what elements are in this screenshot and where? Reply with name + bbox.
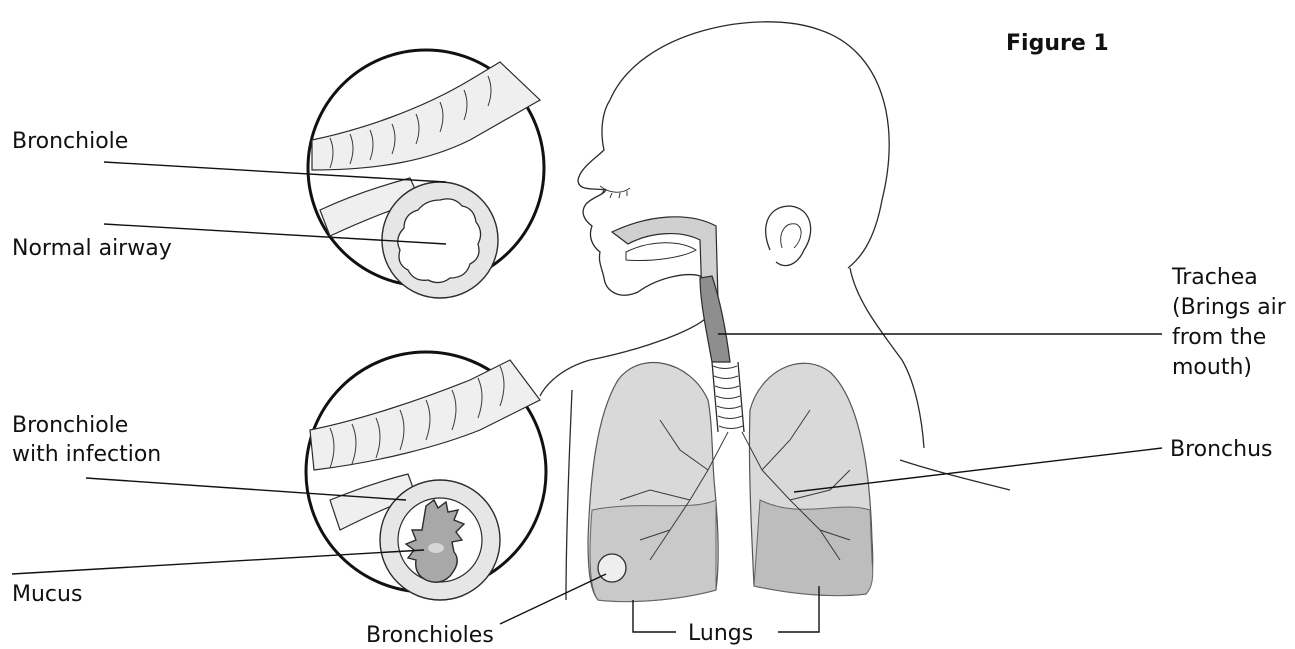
leader-bronchioles (500, 574, 606, 624)
trachea-rings (712, 362, 744, 432)
label-bronchiole-infection-2: with infection (12, 442, 161, 467)
label-bronchiole: Bronchiole (12, 129, 128, 154)
leader-lines (12, 162, 1162, 632)
figure-title: Figure 1 (1006, 31, 1109, 56)
mucus-highlight (428, 543, 444, 553)
child-arm-left (566, 390, 572, 600)
child-arm-right (900, 460, 1010, 490)
tongue (626, 243, 696, 261)
label-bronchiole-infection-1: Bronchiole (12, 413, 128, 438)
label-trachea-3: from the (1172, 325, 1266, 350)
label-trachea-4: mouth) (1172, 355, 1252, 380)
label-trachea-2: (Brings air (1172, 295, 1287, 320)
label-mucus: Mucus (12, 582, 82, 607)
label-bronchioles: Bronchioles (366, 623, 494, 648)
inset-infected-airway (306, 352, 546, 600)
child-head-outline (578, 22, 889, 310)
inset-normal-airway (308, 50, 544, 298)
bronchioles-circle (598, 554, 626, 582)
child-shoulder-right (850, 268, 924, 448)
child-ear (766, 206, 811, 266)
left-lung-lobe (590, 500, 716, 602)
child-ear-inner (781, 224, 801, 248)
label-trachea-1: Trachea (1171, 265, 1258, 290)
label-normal-airway: Normal airway (12, 236, 172, 261)
trachea (700, 276, 730, 362)
label-bronchus: Bronchus (1170, 437, 1273, 462)
label-lungs: Lungs (688, 621, 753, 646)
right-lung-lower (754, 500, 873, 596)
